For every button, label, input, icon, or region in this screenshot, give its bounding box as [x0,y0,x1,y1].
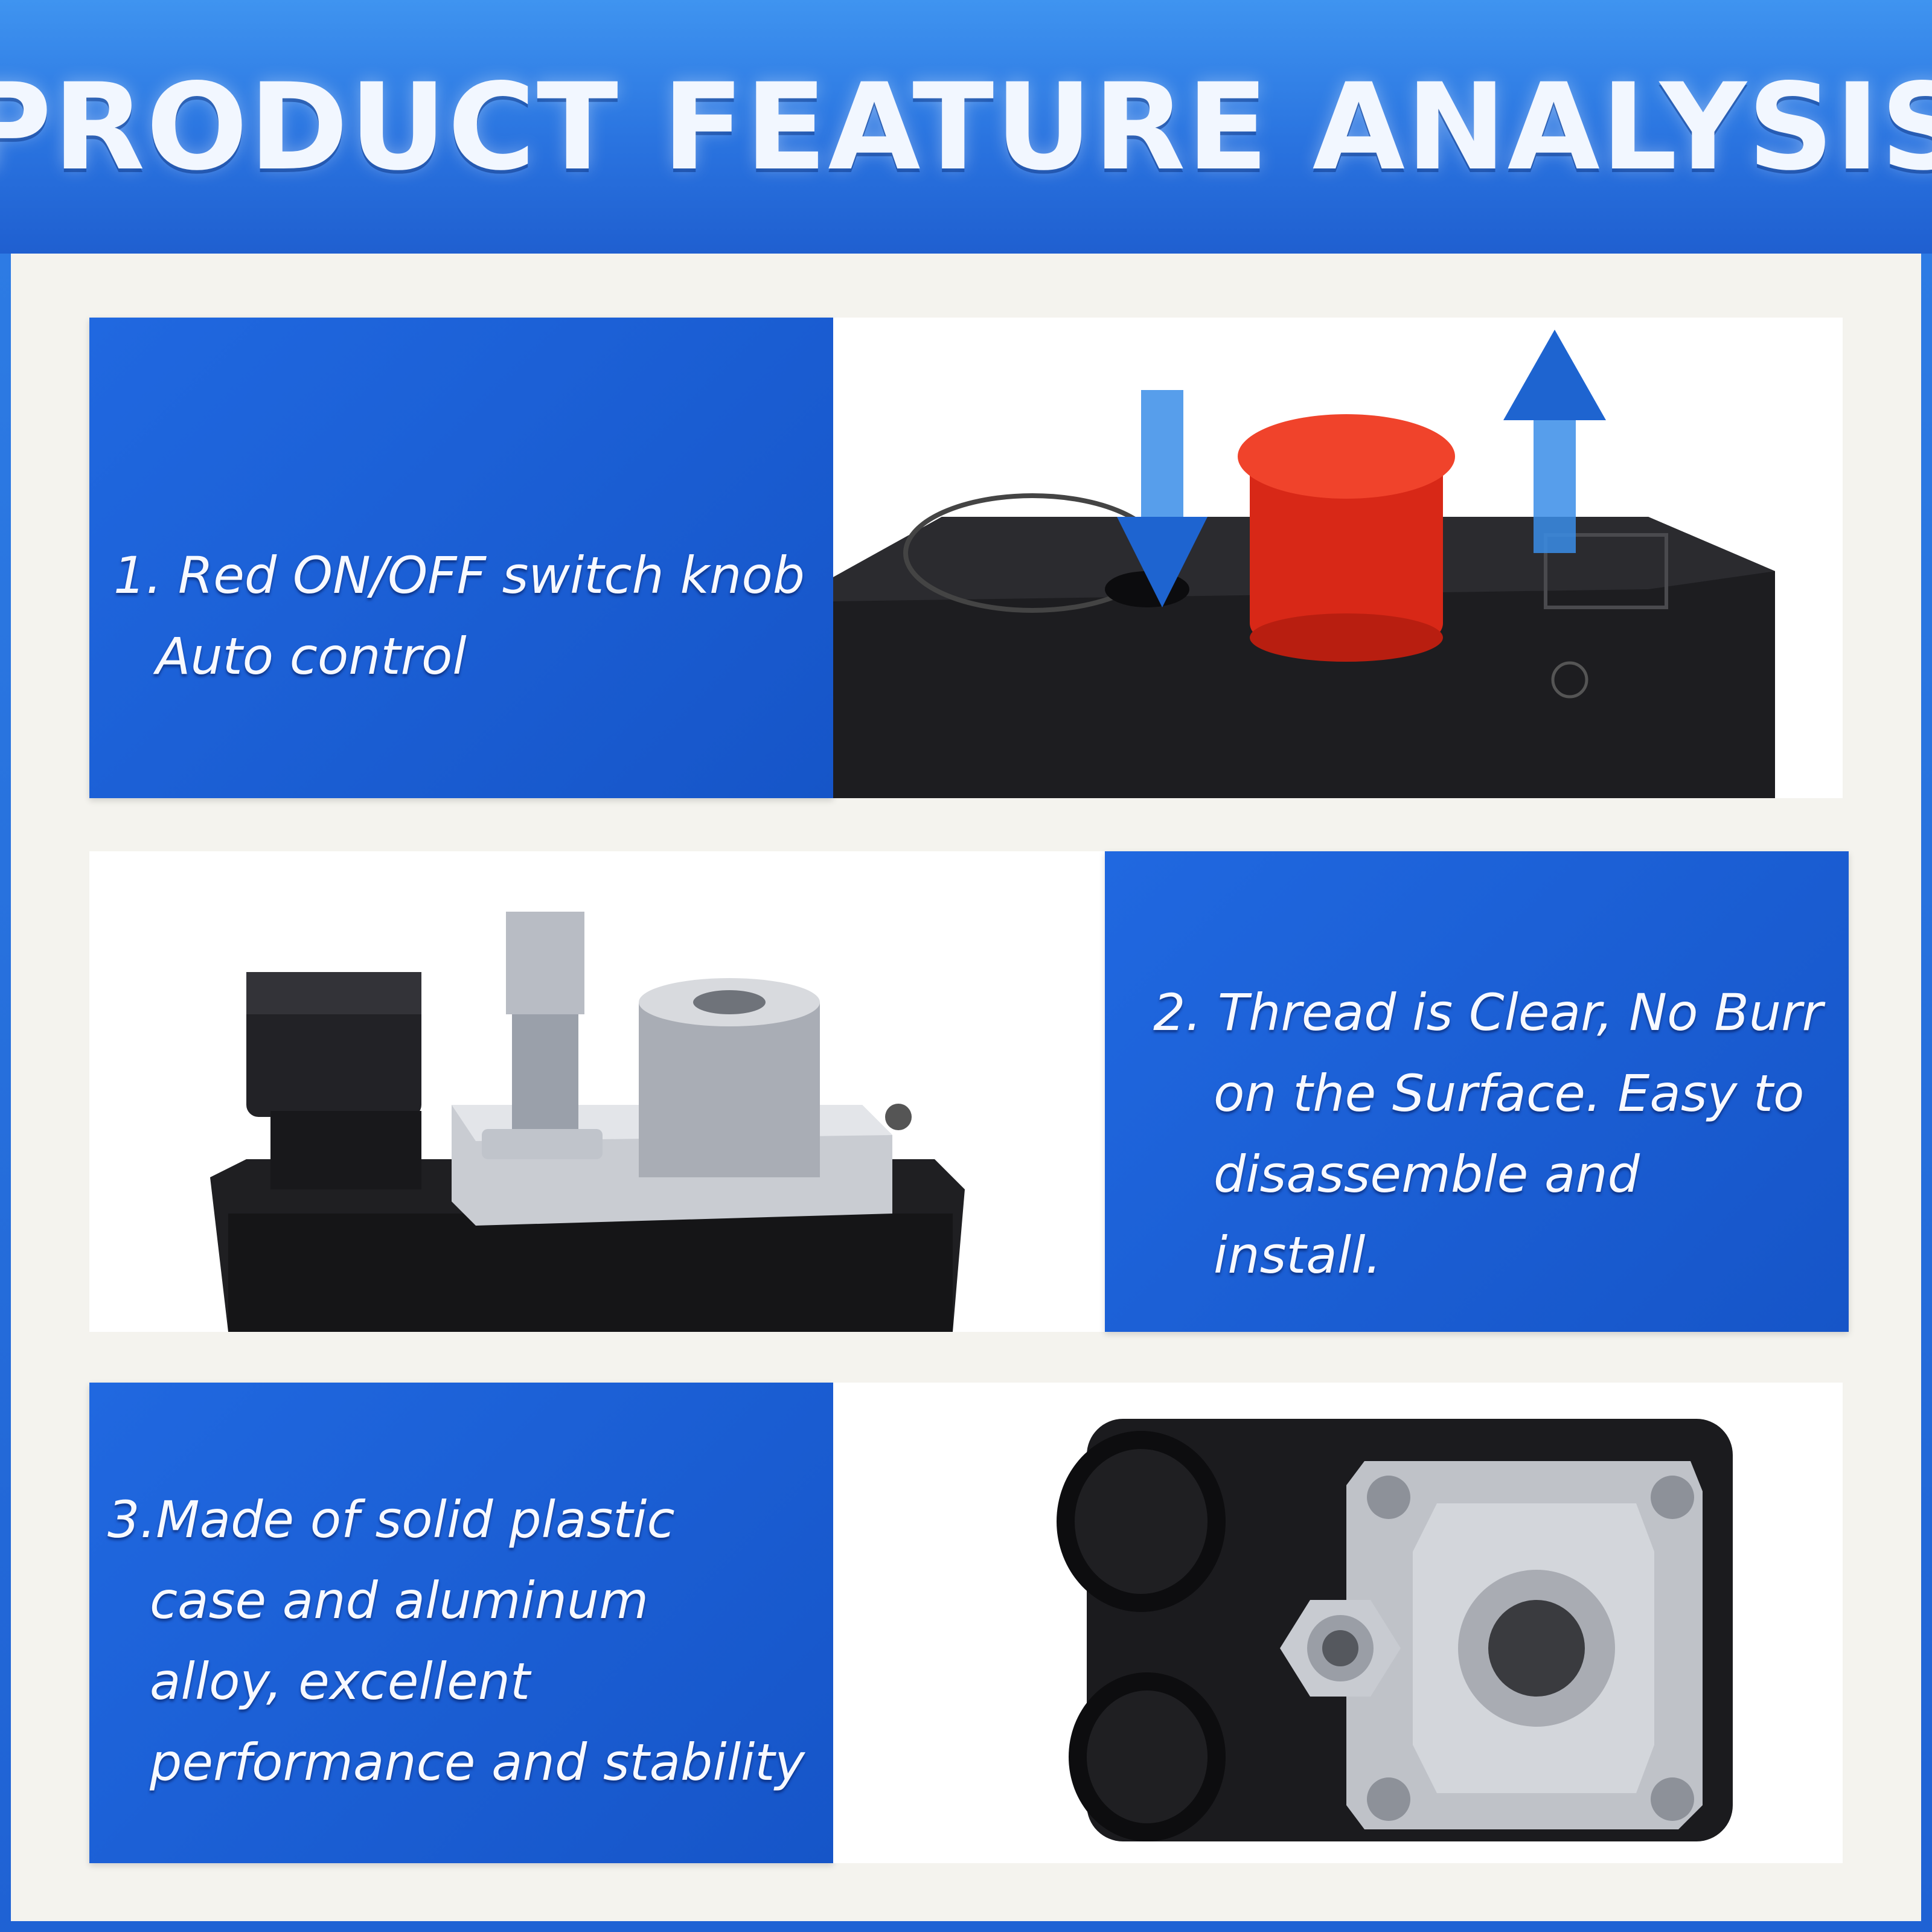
feature-2-panel: 2. Thread is Clear, No Burr on the Surfa… [1105,851,1849,1332]
feature-3-line-3: alloy, excellent [150,1652,530,1711]
feature-1-image [833,318,1843,798]
feature-1-line-2: Auto control [156,627,467,686]
feature-3-line-4: performance and stability [150,1733,805,1792]
feature-3-line-2: case and aluminum [150,1571,649,1630]
feature-board: 1. Red ON/OFF switch knob Auto control [11,254,1921,1921]
page-title: PRODUCT FEATURE ANALYSIS [0,57,1932,197]
feature-2-line-4: install. [1214,1226,1382,1285]
feature-3-image [833,1383,1843,1863]
feature-2-image [89,851,1105,1332]
feature-2-line-2: on the Surface. Easy to [1214,1064,1805,1123]
feature-1-line-1: 1. Red ON/OFF switch knob [114,546,805,605]
feature-1-panel: 1. Red ON/OFF switch knob Auto control [89,318,833,798]
feature-2-line-3: disassemble and [1214,1145,1640,1204]
feature-2-line-1: 2. Thread is Clear, No Burr [1153,983,1823,1042]
feature-3-panel: 3.Made of solid plastic case and aluminu… [89,1383,833,1863]
switch-housing-top-view-illustration [833,1383,1843,1863]
threaded-fitting-illustration [89,851,1105,1332]
switch-knob-closeup-illustration [833,318,1843,798]
feature-3-line-1: 3.Made of solid plastic [107,1490,675,1549]
header-banner: PRODUCT FEATURE ANALYSIS [0,0,1932,254]
